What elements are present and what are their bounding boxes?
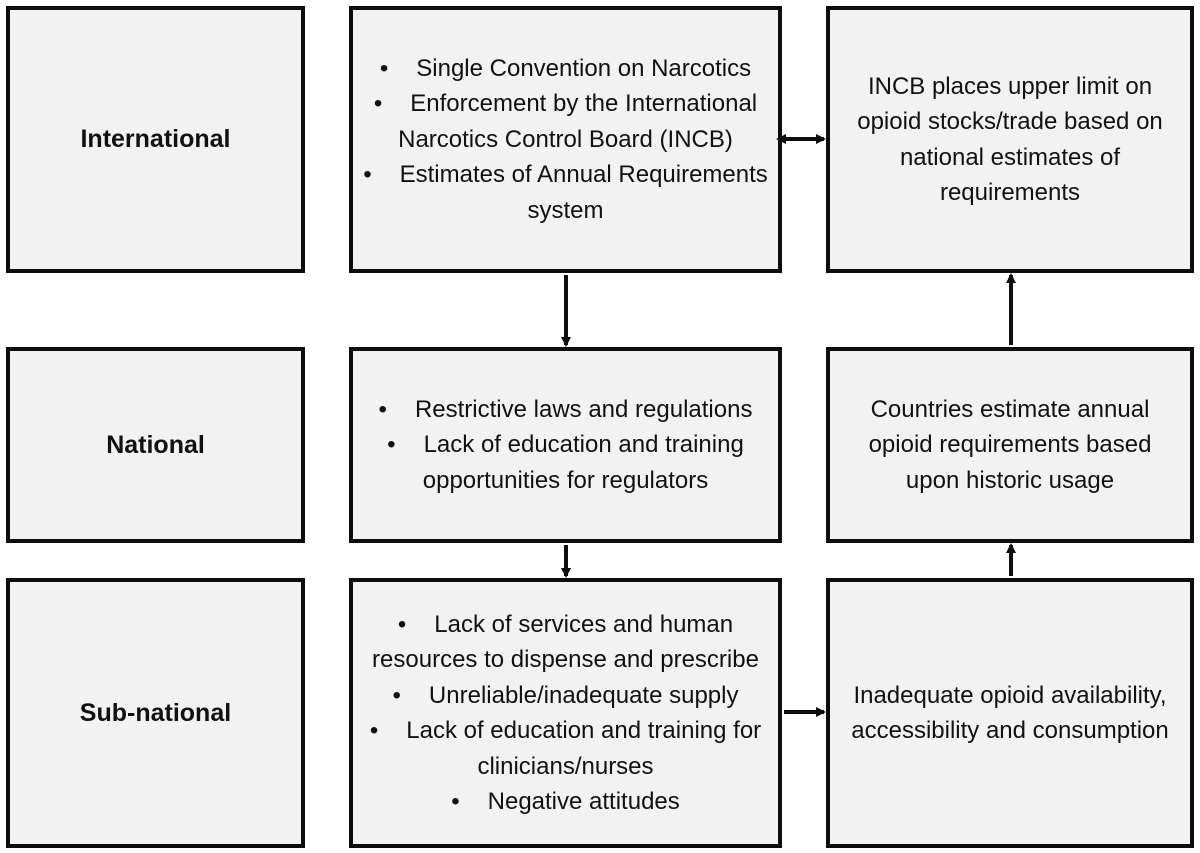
level-subnational-box: Sub-national — [6, 578, 305, 848]
list-item: Enforcement by the International Narcoti… — [359, 86, 772, 157]
list-item: Single Convention on Narcotics — [359, 51, 772, 87]
level-international-box: International — [6, 6, 305, 273]
list-item: Lack of education and training opportuni… — [359, 427, 772, 498]
international-factors-box: Single Convention on Narcotics Enforceme… — [349, 6, 782, 273]
list-item: Lack of services and human resources to … — [359, 607, 772, 678]
level-international-label: International — [80, 125, 231, 153]
level-national-label: National — [106, 430, 205, 459]
national-factors-box: Restrictive laws and regulations Lack of… — [349, 347, 782, 543]
incb-limit-box: INCB places upper limit on opioid stocks… — [826, 6, 1194, 273]
subnational-factors-list: Lack of services and human resources to … — [353, 607, 778, 820]
level-subnational-label: Sub-national — [79, 698, 232, 727]
national-factors-list: Restrictive laws and regulations Lack of… — [353, 392, 778, 499]
country-estimates-box: Countries estimate annual opioid require… — [826, 347, 1194, 543]
international-factors-list: Single Convention on Narcotics Enforceme… — [353, 51, 778, 229]
level-national-box: National — [6, 347, 305, 543]
list-item: Negative attitudes — [359, 784, 772, 820]
incb-limit-text: INCB places upper limit on opioid stocks… — [857, 72, 1163, 207]
subnational-factors-box: Lack of services and human resources to … — [349, 578, 782, 848]
country-estimates-text: Countries estimate annual opioid require… — [868, 395, 1152, 494]
inadequate-availability-box: Inadequate opioid availability, accessib… — [826, 578, 1194, 848]
inadequate-availability-text: Inadequate opioid availability, accessib… — [851, 681, 1169, 745]
list-item: Unreliable/inadequate supply — [359, 678, 772, 714]
list-item: Restrictive laws and regulations — [359, 392, 772, 428]
list-item: Estimates of Annual Requirements system — [359, 157, 772, 228]
list-item: Lack of education and training for clini… — [359, 713, 772, 784]
